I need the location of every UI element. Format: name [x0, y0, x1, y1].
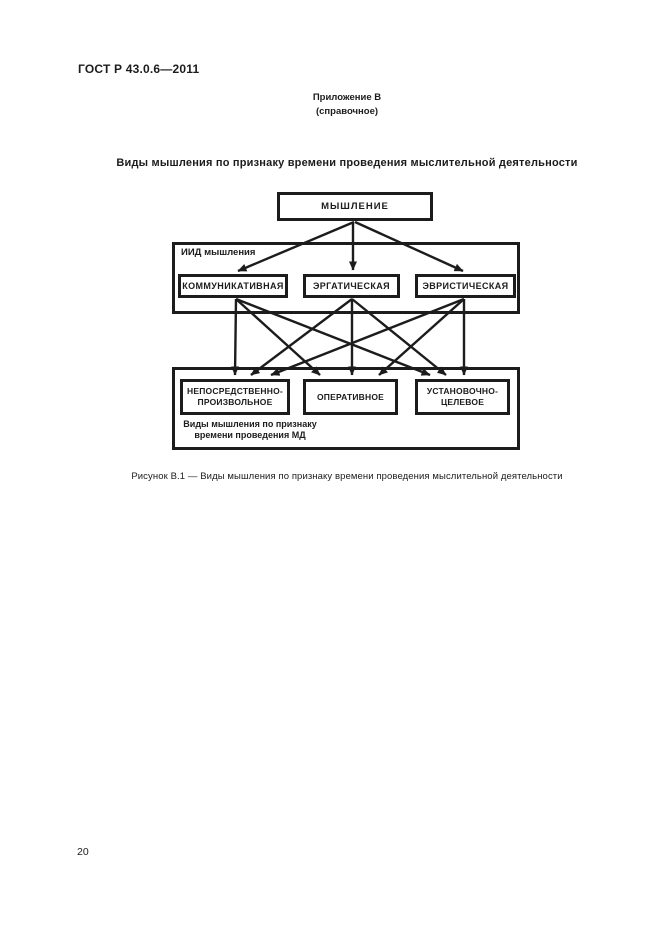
types-group-label: Виды мышления по признаку времени провед… [183, 419, 317, 440]
node-directly-voluntary: НЕПОСРЕДСТВЕННО-ПРОИЗВОЛЬНОЕ [180, 379, 290, 415]
node-communicative: КОММУНИКАТИВНАЯ [178, 274, 288, 298]
node-goal-setting: УСТАНОВОЧНО-ЦЕЛЕВОЕ [415, 379, 510, 415]
standard-number: ГОСТ Р 43.0.6—2011 [78, 62, 200, 76]
node-thinking: МЫШЛЕНИЕ [277, 192, 433, 221]
figure-caption: Рисунок В.1 — Виды мышления по признаку … [131, 471, 563, 482]
annex-title: Приложение В [312, 92, 382, 103]
annex-type: (справочное) [315, 106, 379, 117]
node-operative: ОПЕРАТИВНОЕ [303, 379, 398, 415]
iid-group-label: ИИД мышления [181, 247, 256, 258]
node-ergatic: ЭРГАТИЧЕСКАЯ [303, 274, 400, 298]
section-title: Виды мышления по признаку времени провед… [116, 157, 578, 169]
page-number: 20 [77, 846, 89, 858]
node-heuristic: ЭВРИСТИЧЕСКАЯ [415, 274, 516, 298]
annex-block: Приложение В (справочное) [33, 91, 661, 119]
